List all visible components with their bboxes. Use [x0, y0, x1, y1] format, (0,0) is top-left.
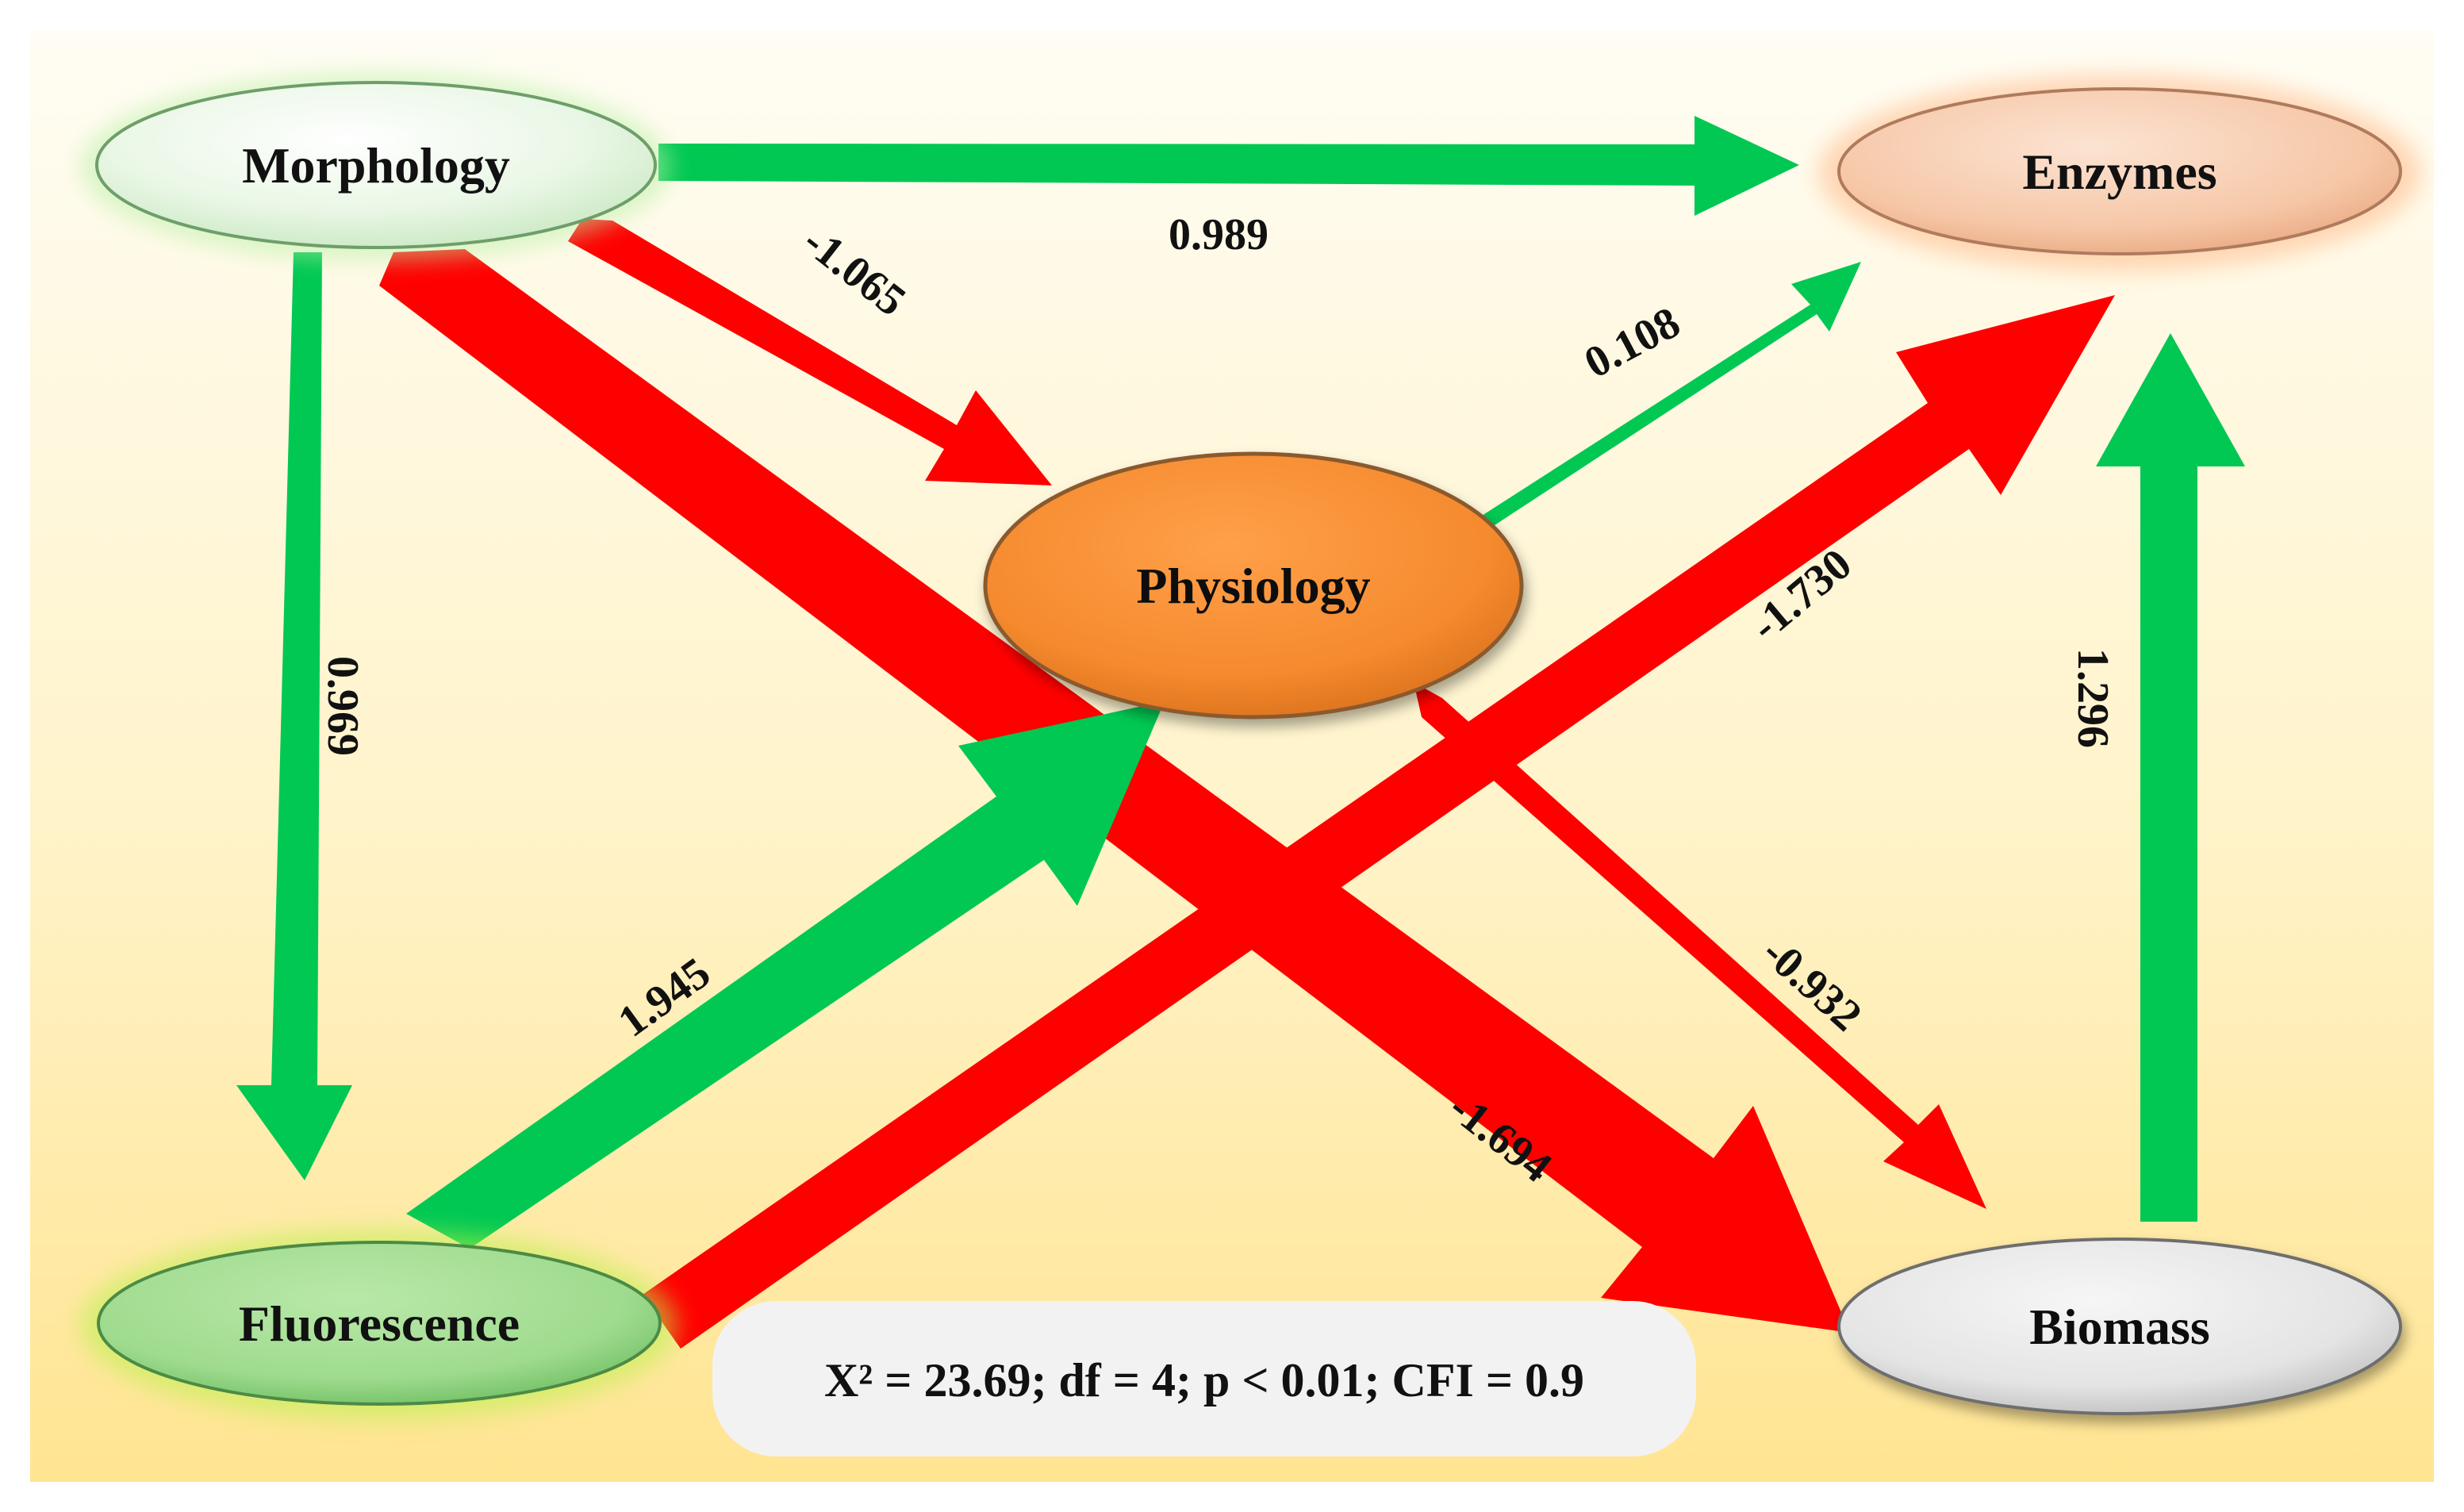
label-biomass-enzymes: 1.296 — [2068, 648, 2117, 748]
arrow-morphology-to-enzymes — [658, 116, 1799, 216]
arrow-physiology-to-biomass — [1414, 682, 1986, 1209]
arrow-morphology-to-physiology — [568, 219, 1052, 485]
node-fluorescence-label: Fluorescence — [239, 1295, 520, 1352]
node-morphology: Morphology — [81, 73, 671, 260]
fit-statistics-box: X² = 23.69; df = 4; p < 0.01; CFI = 0.9 — [712, 1301, 1696, 1456]
node-enzymes-label: Enzymes — [2022, 144, 2216, 200]
arrow-morphology-to-fluorescence — [236, 252, 352, 1180]
node-physiology: Physiology — [983, 451, 1524, 720]
label-morphology-enzymes: 0.989 — [1169, 210, 1268, 259]
arrow-biomass-to-enzymes — [2096, 333, 2245, 1222]
node-biomass-label: Biomass — [2029, 1299, 2210, 1355]
arrow-fluorescence-to-enzymes — [643, 295, 2115, 1349]
label-morphology-fluorescence: 0.969 — [318, 656, 367, 756]
node-biomass: Biomass — [1837, 1238, 2402, 1415]
node-fluorescence: Fluorescence — [81, 1230, 677, 1420]
node-enzymes: Enzymes — [1818, 75, 2421, 271]
fit-statistics-text: X² = 23.69; df = 4; p < 0.01; CFI = 0.9 — [824, 1354, 1584, 1406]
node-morphology-label: Morphology — [242, 137, 510, 194]
arrow-fluorescence-to-physiology — [406, 701, 1165, 1249]
arrow-physiology-to-enzymes — [1482, 262, 1861, 528]
node-physiology-label: Physiology — [1136, 558, 1370, 614]
